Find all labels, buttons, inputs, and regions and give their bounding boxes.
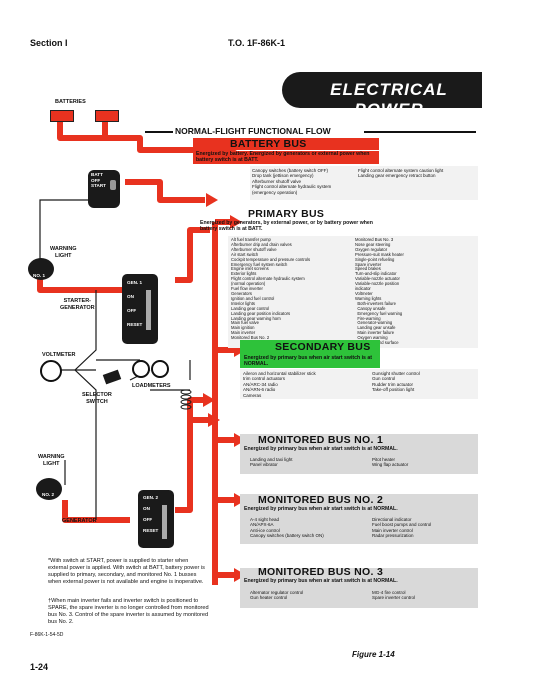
battery-2-icon: [95, 110, 119, 122]
mon2-left-list: A-4 sight head AN/APX-6A Anti-ice contro…: [250, 517, 324, 539]
gen2-feed: [62, 500, 130, 523]
primary-bus-arrow: [230, 215, 242, 229]
footnote-start: *With switch at START, power is supplied…: [48, 558, 205, 585]
primary-bus-right-list: Monitored Bus No. 3 Nose gear steering O…: [355, 237, 404, 346]
secondary-bus-header: [240, 340, 380, 368]
gen2-slot-icon: [162, 505, 167, 539]
battery-switch-label: BATT OFF START: [91, 172, 106, 189]
battery-switch-feed: [125, 179, 205, 203]
title-banner: [282, 72, 482, 108]
battery-feed: [105, 135, 225, 153]
battery-bus-header: [193, 138, 379, 150]
mon3-left-list: Alternator regulator control Gun heater …: [250, 590, 304, 601]
figure-caption: Figure 1-14: [352, 650, 395, 659]
mon3-right-list: MG-4 fire control Spare inverter control: [372, 590, 416, 601]
mon1-desc: Energized by primary bus when air start …: [244, 446, 398, 452]
page-title: ELECTRICAL POWER: [330, 80, 448, 119]
gen2-switch-label: GEN. 2 ON OFF RESET: [143, 495, 159, 533]
flow-title-rule-right: [364, 131, 476, 133]
flow-title: NORMAL-FLIGHT FUNCTIONAL FLOW: [175, 126, 331, 136]
gen1-feed: [37, 272, 130, 293]
warning-wire-1: [39, 199, 88, 258]
primary-bus-panel: [228, 236, 478, 348]
warning-light-label-2: WARNING LIGHT: [38, 454, 65, 467]
selector-switch-label: SELECTOR SWITCH: [82, 392, 112, 405]
warning-light-1-number: NO. 1: [33, 273, 45, 278]
warning-light-2-icon: [36, 478, 62, 500]
secondary-bus-panel: [240, 369, 478, 399]
mon1-title: MONITORED BUS NO. 1: [258, 434, 384, 446]
primary-bus-title: PRIMARY BUS: [248, 208, 325, 220]
voltmeter-wire: [74, 290, 97, 520]
mon1-panel: [240, 434, 478, 474]
document-number: T.O. 1F-86K-1: [228, 38, 286, 48]
mon3-panel: [240, 568, 478, 608]
battery-bus-title: BATTERY BUS: [230, 138, 307, 150]
loadmeters-label: LOADMETERS: [132, 383, 171, 389]
batteries-label: BATTERIES: [55, 99, 86, 105]
secondary-bus-title: SECONDARY BUS: [275, 341, 371, 353]
battery-bus-right-list: Flight control alternate system caution …: [358, 168, 444, 179]
secondary-bus-left-list: Aileron and horizontal stabilizer stick …: [243, 371, 316, 398]
gen2-switch[interactable]: [138, 490, 174, 548]
primary-bus-desc: Energized by generators, by external pow…: [200, 220, 373, 233]
toggle-lever-icon: [110, 180, 116, 190]
mon1-left-list: Landing and taxi light Panel vibrator: [250, 457, 293, 468]
mon2-right-list: Directional indicator Fuel boost pumps a…: [372, 517, 432, 539]
battery-bus-desc: Energized by battery. Energized by gener…: [193, 151, 379, 164]
battery-bus-left-list: Canopy switches (battery switch OFF) Dro…: [252, 168, 332, 195]
starter-generator-label: STARTER- GENERATOR: [60, 298, 95, 311]
figure-code: F-86K-1-54-5D: [30, 632, 64, 638]
section-label: Section I: [30, 38, 68, 48]
mon2-title: MONITORED BUS NO. 2: [258, 494, 384, 506]
warning-light-label-1: WARNING LIGHT: [50, 246, 77, 259]
gen1-switch-label: GEN. 1 ON OFF RESET: [127, 280, 143, 327]
loadmeter-1-icon: [132, 360, 150, 378]
primary-bus-left-list: Alt fuel transfer pump Afterburner drip …: [231, 237, 311, 341]
flow-title-rule-left: [145, 131, 173, 133]
gen1-slot-icon: [146, 290, 151, 330]
warning-light-2-number: NO. 2: [42, 492, 54, 497]
gen1-switch[interactable]: [122, 274, 158, 344]
secondary-bus-desc: Energized by primary bus when air start …: [244, 355, 372, 368]
mon3-desc: Energized by primary bus when air start …: [244, 578, 398, 584]
secondary-bus-right-list: Gunsight shutter control Gun control Rud…: [372, 371, 420, 393]
voltmeter-icon: [40, 360, 62, 382]
footnote-inverter: †When main inverter fails and inverter s…: [48, 598, 209, 625]
mon3-title: MONITORED BUS NO. 3: [258, 566, 384, 578]
battery-bus-panel: [250, 166, 478, 200]
voltmeter-label: VOLTMETER: [42, 352, 76, 358]
mon2-panel: [240, 494, 478, 544]
mon2-desc: Energized by primary bus when air start …: [244, 506, 398, 512]
warning-light-1-icon: [28, 258, 54, 280]
generator-label: GENERATOR: [62, 518, 97, 524]
battery-cable: [57, 118, 108, 141]
loadmeter-2-icon: [151, 360, 169, 378]
battery-1-icon: [50, 110, 74, 122]
mon1-right-list: Pitot heater Wing flap actuator: [372, 457, 409, 468]
page-number: 1-24: [30, 662, 49, 672]
